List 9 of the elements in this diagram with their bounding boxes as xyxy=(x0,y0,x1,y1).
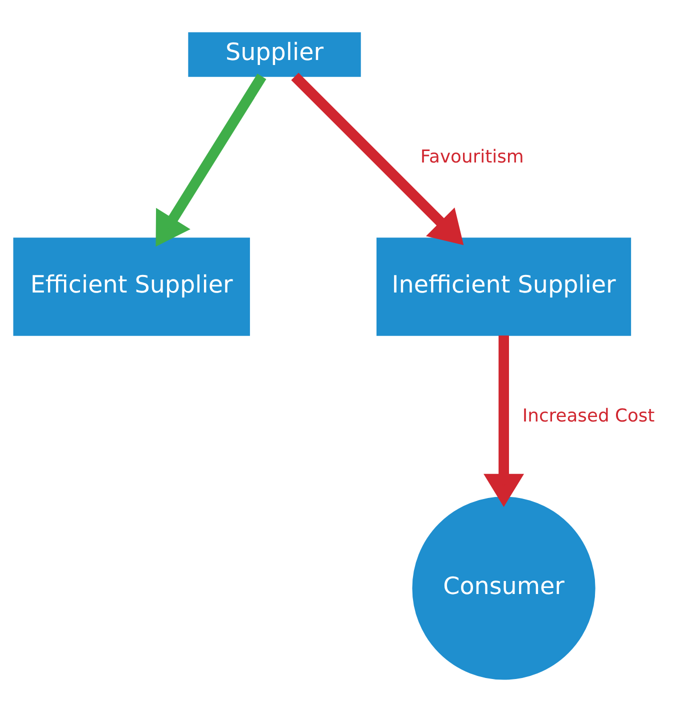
arrow xyxy=(291,72,464,245)
node-box: Inefficient Supplier xyxy=(376,237,632,336)
edge-label: Increased Cost xyxy=(522,405,655,426)
node-box: Efficient Supplier xyxy=(13,237,250,336)
node-circle: Consumer xyxy=(412,496,596,680)
edge-label: Favouritism xyxy=(420,146,524,168)
node-box: Supplier xyxy=(188,32,361,76)
arrow xyxy=(156,73,266,246)
arrow xyxy=(484,335,524,506)
